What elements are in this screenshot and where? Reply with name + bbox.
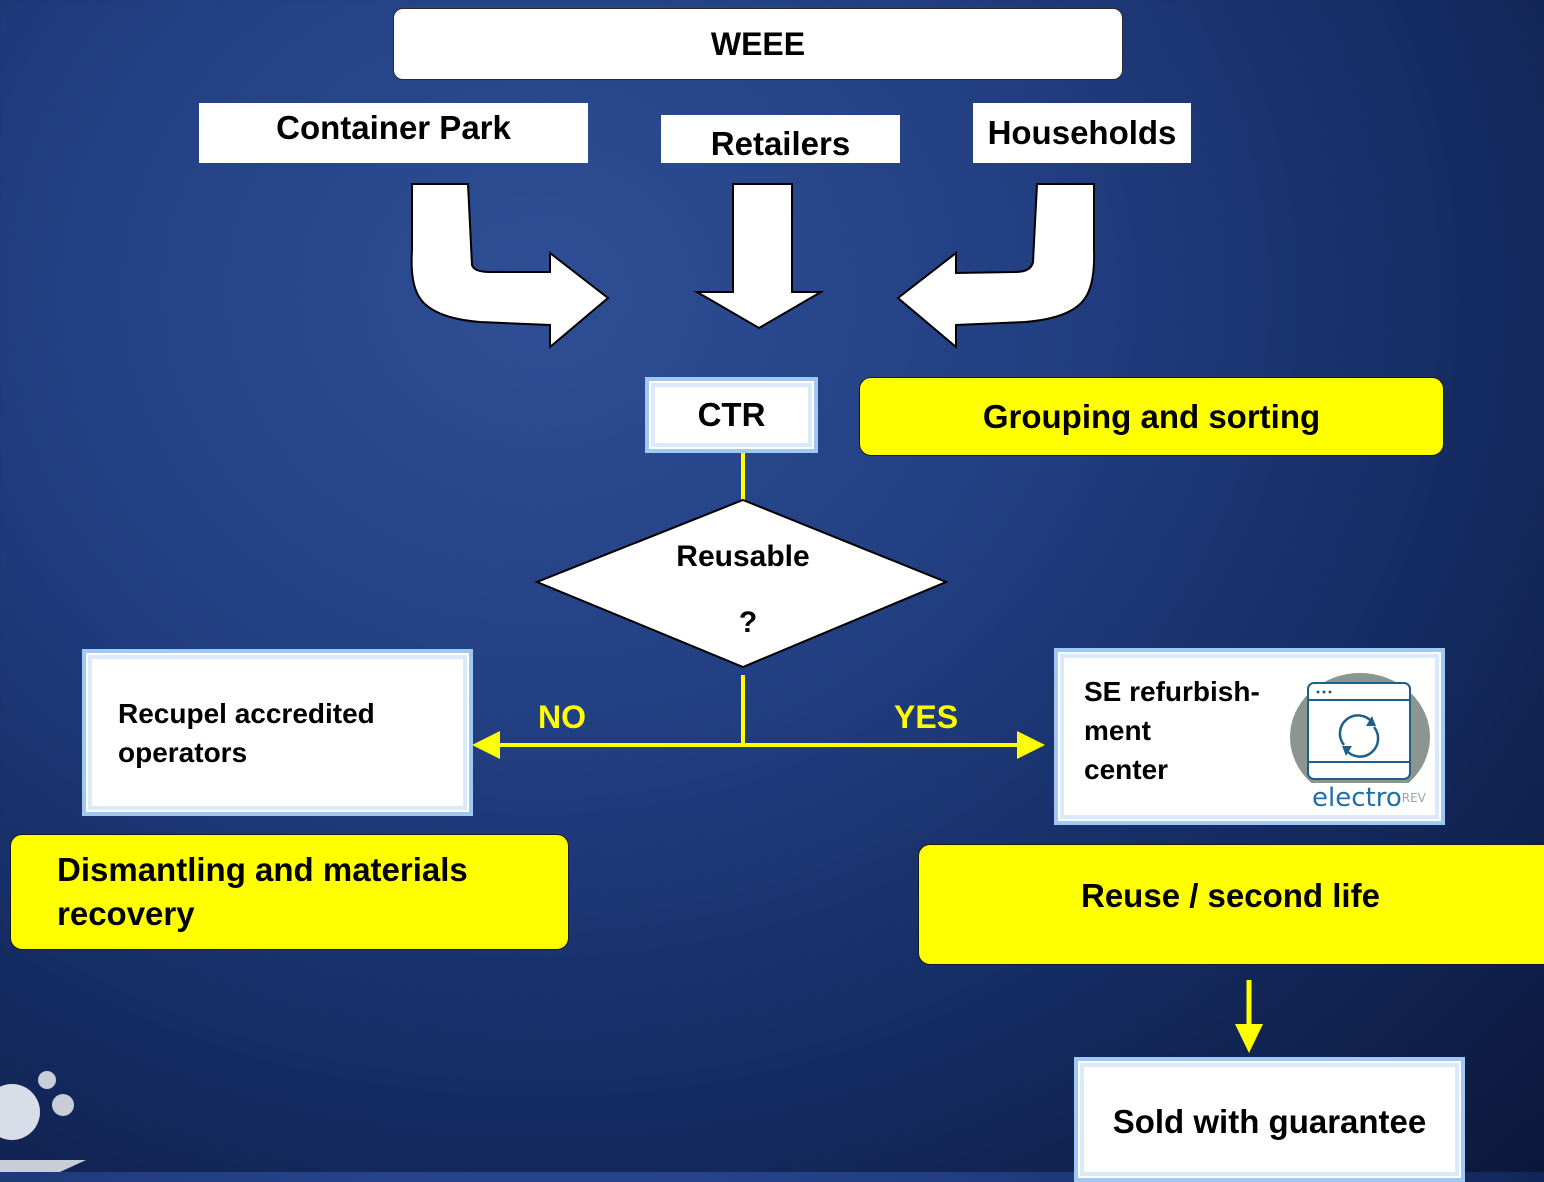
decision-text-2: ?	[700, 603, 796, 643]
ctr-label: CTR	[697, 396, 766, 433]
sold-label: Sold with guarantee	[1112, 1103, 1427, 1140]
decision-label-line1: Reusable	[676, 540, 810, 573]
electro-rev-wordmark: electroREV	[1310, 783, 1428, 813]
households-box: Households	[973, 103, 1191, 163]
no-label: NO	[538, 699, 586, 735]
retailers-box: Retailers	[661, 115, 900, 163]
right-curved-arrow	[896, 183, 1096, 350]
se-center-line3: center	[1084, 754, 1169, 785]
decision-text-1: Reusable	[600, 537, 886, 577]
left-curved-arrow	[410, 183, 610, 350]
weee-box: WEEE	[393, 8, 1123, 80]
middle-down-arrow	[693, 183, 825, 330]
recupel-line2: operators	[118, 736, 248, 768]
decor-dot-small	[38, 1071, 56, 1089]
decor-triangle	[0, 1160, 86, 1172]
sold-box: Sold with guarantee	[1074, 1057, 1465, 1182]
yes-label: YES	[894, 699, 959, 735]
logo-text: electro	[1312, 783, 1402, 813]
se-center-text: SE refurbish- ment center	[1084, 672, 1260, 789]
retailers-label: Retailers	[710, 125, 851, 162]
dismantling-line2: recovery	[57, 895, 195, 932]
se-center-line2: ment	[1084, 715, 1151, 746]
container-park-box: Container Park	[199, 103, 588, 163]
se-center-line1: SE refurbish-	[1084, 676, 1260, 707]
reuse-box: Reuse / second life	[918, 844, 1544, 965]
container-park-label: Container Park	[276, 109, 511, 146]
logo-superscript: REV	[1401, 791, 1426, 805]
dismantling-line1: Dismantling and materials	[57, 851, 468, 888]
decor-dot-medium	[52, 1094, 74, 1116]
households-label: Households	[987, 114, 1177, 151]
grouping-label: Grouping and sorting	[982, 397, 1321, 435]
recupel-text: Recupel accredited operators	[118, 694, 375, 772]
dismantling-box: Dismantling and materials recovery	[10, 834, 569, 950]
reusable-diamond	[534, 498, 949, 669]
decision-label-line2: ?	[738, 606, 758, 639]
weee-label: WEEE	[710, 25, 806, 62]
dismantling-text: Dismantling and materials recovery	[57, 848, 468, 936]
reuse-down-arrowhead	[1235, 1024, 1263, 1053]
ctr-box: CTR	[645, 377, 818, 453]
grouping-box: Grouping and sorting	[859, 377, 1444, 456]
recupel-box: Recupel accredited operators	[82, 649, 473, 816]
no-arrowhead	[472, 731, 500, 759]
yes-arrowhead	[1017, 731, 1045, 759]
recupel-line1: Recupel accredited	[118, 697, 375, 729]
reuse-label: Reuse / second life	[1081, 876, 1380, 914]
decor-dot-large	[0, 1084, 40, 1140]
